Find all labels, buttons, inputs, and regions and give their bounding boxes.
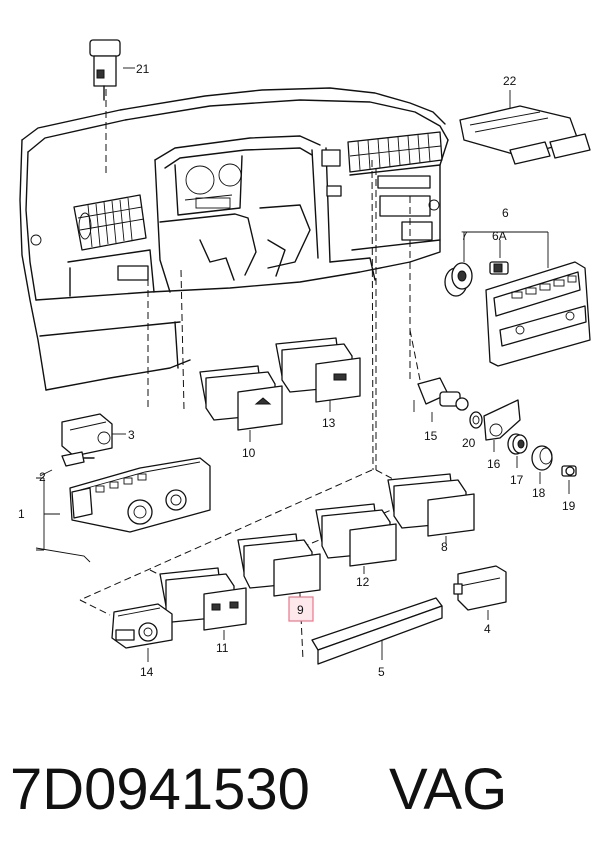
label-17[interactable]: 17 bbox=[510, 473, 524, 487]
label-13[interactable]: 13 bbox=[322, 416, 336, 430]
part-1-light-switch bbox=[35, 457, 211, 563]
part-8-switch bbox=[387, 473, 475, 544]
part-20-ring bbox=[469, 411, 483, 429]
label-16[interactable]: 16 bbox=[487, 457, 501, 471]
part-3-connector bbox=[61, 413, 126, 457]
part-15-lighter-socket bbox=[413, 377, 469, 422]
label-7[interactable]: 7 bbox=[461, 229, 468, 243]
part-2-bulb-holder bbox=[39, 451, 95, 477]
part-labels: 21 22 6 7 6A 3 2 1 10 13 15 20 16 17 18 … bbox=[18, 62, 576, 679]
part-17-socket-housing bbox=[507, 433, 528, 468]
brand-name: VAG bbox=[389, 757, 508, 822]
part-19-plug bbox=[561, 465, 577, 494]
label-6[interactable]: 6 bbox=[502, 206, 509, 220]
part-4-blank bbox=[453, 565, 507, 620]
part-7-knob bbox=[444, 262, 473, 297]
label-4[interactable]: 4 bbox=[484, 622, 491, 636]
part-9-switch bbox=[237, 533, 321, 598]
label-14[interactable]: 14 bbox=[140, 665, 154, 679]
label-6a[interactable]: 6A bbox=[492, 229, 507, 243]
part-6-control-panel bbox=[463, 231, 591, 367]
part-16-bracket bbox=[483, 399, 521, 452]
part-22-switch-bracket bbox=[459, 90, 591, 165]
parts-diagram: 21 22 6 7 6A 3 2 1 10 13 15 20 16 17 18 … bbox=[18, 39, 591, 679]
part-10-hazard-switch bbox=[199, 365, 283, 442]
part-5-trim-strip bbox=[311, 597, 443, 665]
label-2[interactable]: 2 bbox=[39, 470, 46, 484]
label-12[interactable]: 12 bbox=[356, 575, 370, 589]
part-6a-bulb bbox=[489, 261, 509, 275]
label-19[interactable]: 19 bbox=[562, 499, 576, 513]
part-21-switch bbox=[89, 39, 135, 101]
label-20[interactable]: 20 bbox=[462, 436, 476, 450]
part-number: 7D0941530 bbox=[10, 757, 310, 822]
guide-lines bbox=[79, 78, 421, 661]
part-14-dimmer bbox=[111, 603, 173, 662]
label-18[interactable]: 18 bbox=[532, 486, 546, 500]
label-3[interactable]: 3 bbox=[128, 428, 135, 442]
part-13-switch bbox=[275, 337, 361, 412]
part-11-switch bbox=[159, 567, 247, 640]
label-5[interactable]: 5 bbox=[378, 665, 385, 679]
label-10[interactable]: 10 bbox=[242, 446, 256, 460]
label-22[interactable]: 22 bbox=[503, 74, 517, 88]
label-8[interactable]: 8 bbox=[441, 540, 448, 554]
label-15[interactable]: 15 bbox=[424, 429, 438, 443]
label-9[interactable]: 9 bbox=[297, 603, 304, 617]
part-18-cap bbox=[531, 445, 553, 484]
part-12-switch bbox=[315, 503, 397, 574]
label-21[interactable]: 21 bbox=[136, 62, 150, 76]
label-1[interactable]: 1 bbox=[18, 507, 25, 521]
part-9-highlight bbox=[288, 596, 314, 622]
label-11[interactable]: 11 bbox=[216, 641, 229, 655]
dashboard bbox=[19, 87, 449, 391]
